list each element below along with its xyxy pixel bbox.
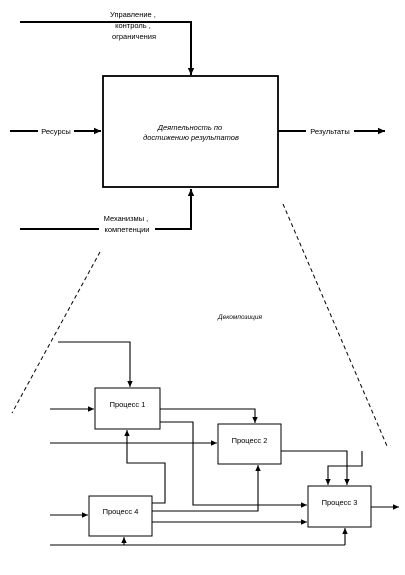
decomposition-label: Декомпозиция [217,314,262,321]
p4-to-p1-mechanism [124,430,166,504]
mechanisms-label: Механизмы , компетенции [104,214,151,234]
process-4-label: Процесс 4 [103,507,139,516]
process-1-label: Процесс 1 [110,400,146,409]
activity-label: Деятельность по достижению результатов [143,123,239,142]
process-3-label: Процесс 3 [322,498,358,507]
process-2-box [217,423,282,465]
p1-to-p3 [160,421,307,508]
p2-to-p3-control [281,450,350,485]
activity-box [102,75,279,188]
process-2-label: Процесс 2 [232,436,268,445]
mechanism-arrow [20,189,195,230]
control-into-process-1 [58,341,133,387]
resources-label: Ресурсы [41,127,71,136]
results-label: Результаты [310,127,350,136]
controls-label: Управление , контроль , ограничения [110,10,158,41]
p1-to-p2-control [160,408,258,423]
p4-to-p2-mechanism [152,465,261,512]
control-arrow [20,21,195,75]
process-4-box [88,495,153,537]
decomposition-line-right [282,203,388,447]
process-1-box [94,387,161,430]
control-into-process-3 [325,451,363,485]
decomposition-line-left [11,251,101,414]
